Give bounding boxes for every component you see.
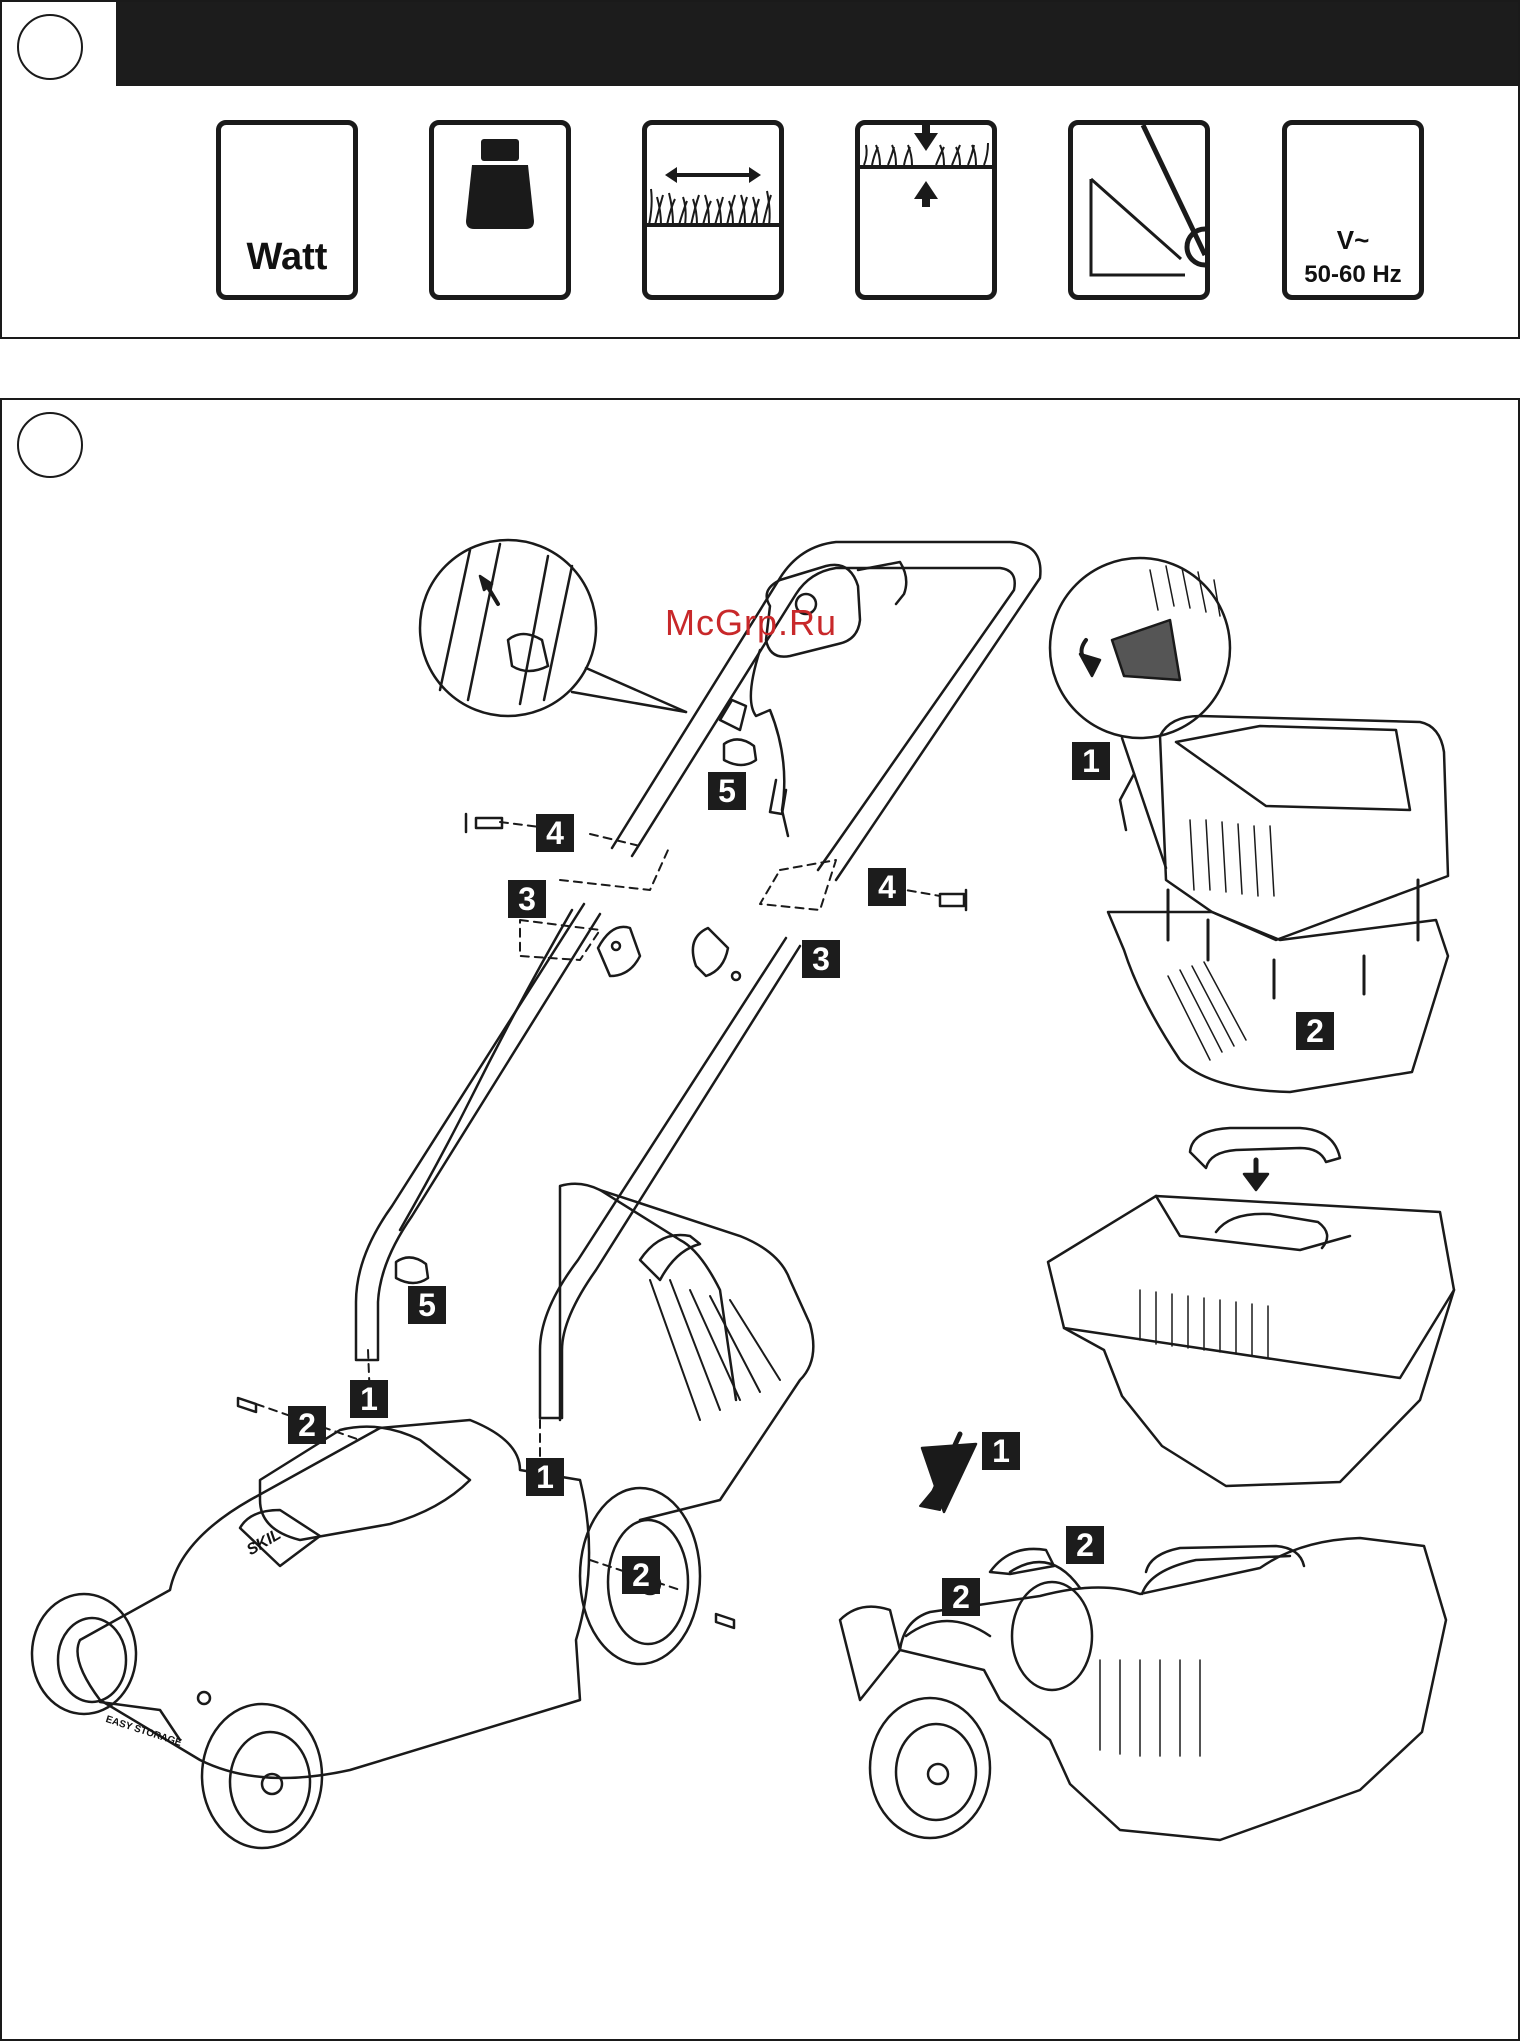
assembly-guides: [256, 822, 940, 1590]
callout-bolt-left: 4: [536, 814, 574, 852]
bolt-left-icon: [466, 814, 502, 832]
callout-bolt-right: 4: [868, 868, 906, 906]
lower-handle-right: [540, 938, 800, 1418]
screw-left-icon: [238, 1398, 256, 1412]
grass-bag-assembled: [1048, 1196, 1454, 1486]
detail-magnifier-clip: [420, 540, 686, 716]
grass-bag-lower: [1108, 880, 1448, 1092]
bag-removal-scene: [840, 1434, 1446, 1840]
knob-left-icon: [598, 927, 640, 976]
grass-bag-handle: [1190, 1128, 1340, 1190]
bolt-right-icon: [940, 890, 966, 910]
watermark: McGrp.Ru: [665, 602, 837, 644]
knob-right-icon: [693, 928, 728, 976]
mower-body: [78, 1184, 814, 1778]
lower-handle-left: [356, 904, 600, 1360]
callout-screw-left: 2: [288, 1406, 326, 1444]
callout-knob-left: 3: [508, 880, 546, 918]
callout-cable-clip-lower: 5: [408, 1286, 446, 1324]
cable-clip-lower: [396, 1257, 428, 1283]
detail-magnifier-bag: [1050, 558, 1230, 868]
callout-removal-step2-a: 2: [1066, 1526, 1104, 1564]
callout-cable-clip-upper: 5: [708, 772, 746, 810]
screw-right-icon: [716, 1614, 734, 1628]
callout-handle-lower-left: 1: [350, 1380, 388, 1418]
callout-handle-lower-right: 1: [526, 1458, 564, 1496]
callout-knob-right: 3: [802, 940, 840, 978]
callout-bag-step2: 2: [1296, 1012, 1334, 1050]
cable-clip-upper: [724, 739, 756, 765]
callout-screw-right: 2: [622, 1556, 660, 1594]
wheel-front-left: [32, 1594, 136, 1714]
callout-removal-step2-b: 2: [942, 1578, 980, 1616]
callout-bag-step1: 1: [1072, 742, 1110, 780]
callout-removal-step1: 1: [982, 1432, 1020, 1470]
